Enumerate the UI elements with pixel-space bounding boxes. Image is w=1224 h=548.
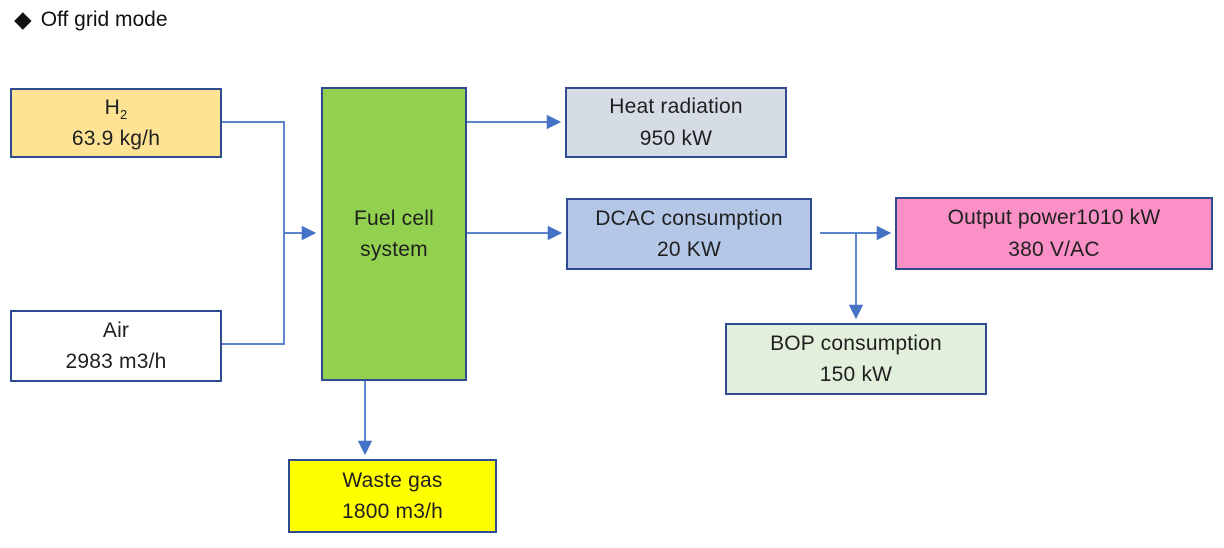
node-dcac-value: 20 KW (656, 238, 722, 261)
node-bop-value: 150 kW (819, 363, 893, 386)
node-air-label: Air (102, 318, 130, 342)
node-heat-radiation-value: 950 kW (639, 126, 713, 150)
node-fuel-cell-label-line2: system (360, 238, 428, 261)
node-output-power-label: Output power1010 kW (947, 206, 1161, 229)
diamond-bullet-icon: ◆ (14, 5, 32, 32)
node-waste-gas-value: 1800 m3/h (341, 500, 444, 523)
node-heat-radiation: Heat radiation 950 kW (565, 87, 787, 158)
node-dcac-label: DCAC consumption (595, 206, 783, 230)
node-dcac-consumption: DCAC consumption 20 KW (566, 198, 812, 270)
node-h2-value: 63.9 kg/h (71, 127, 161, 150)
connector-h2-air-junction (222, 121, 285, 345)
node-bop-label: BOP consumption (770, 331, 942, 355)
node-fuel-cell-label-line1: Fuel cell (354, 206, 434, 230)
node-air-input: Air 2983 m3/h (10, 310, 222, 382)
page-title: ◆ Off grid mode (14, 5, 168, 32)
node-h2-label: H2 (104, 95, 128, 122)
node-output-power: Output power1010 kW 380 V/AC (895, 197, 1213, 270)
node-air-value: 2983 m3/h (65, 350, 167, 373)
node-bop-consumption: BOP consumption 150 kW (725, 323, 987, 395)
node-fuel-cell-system: Fuel cell system (321, 87, 467, 381)
node-waste-gas: Waste gas 1800 m3/h (288, 459, 497, 533)
node-heat-radiation-label: Heat radiation (609, 95, 743, 118)
node-h2-input: H2 63.9 kg/h (10, 88, 222, 158)
page-title-text: Off grid mode (40, 8, 168, 31)
node-output-power-value: 380 V/AC (1008, 237, 1100, 261)
node-waste-gas-label: Waste gas (342, 468, 443, 492)
